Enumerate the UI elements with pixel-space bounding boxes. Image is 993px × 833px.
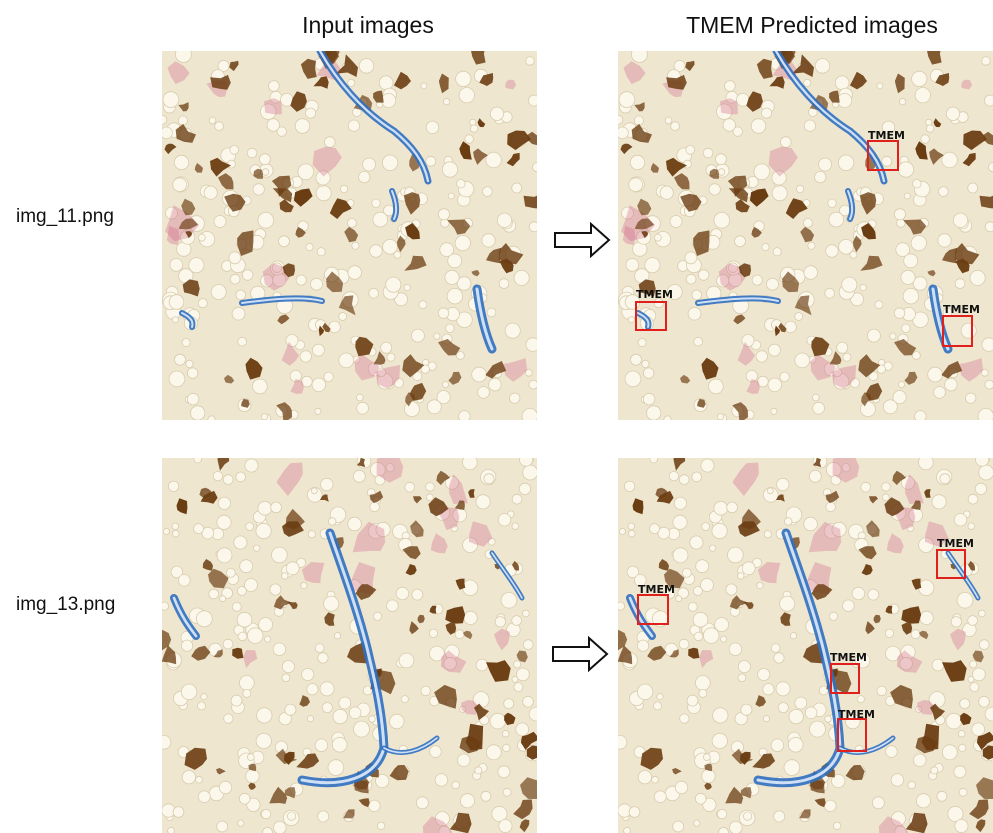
arrow-right-icon <box>554 222 611 258</box>
detection-box <box>837 718 867 752</box>
detection-label: TMEM <box>830 651 867 664</box>
predicted-images-header: TMEM Predicted images <box>686 12 938 38</box>
detection-label: TMEM <box>636 288 673 301</box>
input-image-img-11 <box>162 51 537 420</box>
detection-label: TMEM <box>638 583 675 596</box>
predicted-image-img-13: TMEM TMEM TMEM TMEM <box>618 458 993 833</box>
detection-box <box>637 594 669 625</box>
detection-label: TMEM <box>937 537 974 550</box>
detection-box <box>830 663 860 694</box>
tissue-texture <box>618 51 993 420</box>
detection-box <box>635 301 667 331</box>
detection-box <box>936 549 966 579</box>
input-image-img-13 <box>162 458 537 833</box>
input-images-header: Input images <box>302 12 434 38</box>
tissue-texture <box>618 458 993 833</box>
tissue-texture <box>162 51 537 420</box>
row-label-img-13: img_13.png <box>16 594 116 615</box>
tissue-texture <box>162 458 537 833</box>
detection-box <box>942 315 973 347</box>
arrow-right-icon <box>552 636 609 672</box>
detection-label: TMEM <box>943 303 980 316</box>
row-label-img-11: img_11.png <box>16 206 114 227</box>
predicted-image-img-11: TMEM TMEM TMEM <box>618 51 993 420</box>
detection-box <box>867 140 899 171</box>
detection-label: TMEM <box>838 708 875 721</box>
detection-label: TMEM <box>868 129 905 142</box>
